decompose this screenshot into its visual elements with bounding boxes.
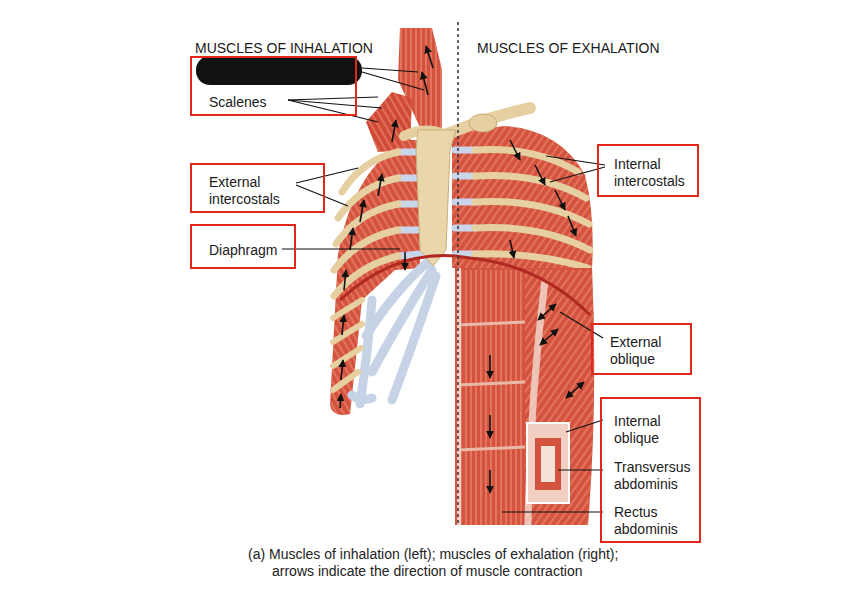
- bones-part: [469, 114, 497, 132]
- abdominal-muscles-part: [458, 270, 525, 525]
- bones: [404, 108, 530, 266]
- leader-lines-part: [502, 511, 603, 512]
- right-ribs-part: [475, 149, 578, 172]
- contraction-arrows-part: [404, 252, 406, 270]
- contraction-arrows-part: [344, 270, 346, 290]
- bones-part: [416, 130, 456, 266]
- leader-lines: [282, 68, 605, 512]
- section-heading: MUSCLES OF INHALATION: [195, 40, 373, 57]
- label-box: Internal obliqueTransversus abdominisRec…: [600, 397, 701, 543]
- leader-lines-part: [296, 168, 358, 183]
- muscle-name: Internal oblique: [614, 413, 695, 447]
- right-ribs-part: [475, 175, 586, 198]
- left-lower-cartilage: [352, 262, 436, 404]
- abdominal-muscles-part: [535, 438, 561, 490]
- right-ribs: [455, 149, 590, 268]
- figure-caption: (a) Muscles of inhalation (left); muscle…: [248, 546, 648, 580]
- abdominal-muscles-part: [455, 268, 594, 525]
- contraction-arrows-part: [489, 470, 491, 493]
- label-box: External oblique: [591, 323, 692, 375]
- muscle-name: Transversus abdominis: [614, 459, 695, 493]
- contraction-arrows-part: [360, 200, 364, 222]
- contraction-arrows-part: [510, 140, 520, 160]
- abdominal-muscles-part: [458, 447, 525, 450]
- redaction-bar: [196, 56, 362, 85]
- contraction-arrows-part: [540, 329, 558, 345]
- label-box: External intercostals: [190, 163, 325, 213]
- label-box: Scalenes: [190, 56, 357, 116]
- left-lower-cartilage-part: [392, 276, 436, 400]
- leader-lines-part: [282, 248, 400, 249]
- abdominal-muscles: [455, 268, 594, 525]
- left-lower-cartilage-part: [360, 300, 372, 404]
- left-ribs-part: [333, 324, 362, 342]
- leader-lines-part: [296, 185, 348, 206]
- abdominal-muscles-part: [541, 446, 555, 482]
- left-lower-cartilage-part: [352, 395, 372, 399]
- right-chest-muscles: [452, 126, 593, 268]
- muscle-name: Diaphragm: [209, 242, 277, 259]
- abdominal-muscles-part: [527, 423, 569, 503]
- contraction-arrows-part: [568, 216, 576, 236]
- left-ribs-part: [333, 348, 361, 366]
- left-ribs-part: [334, 230, 398, 270]
- leader-lines-part: [288, 97, 378, 100]
- contraction-arrows-part: [566, 382, 584, 398]
- left-ribs: [333, 152, 420, 390]
- contraction-arrows-part: [510, 240, 514, 258]
- contraction-arrows-part: [489, 355, 491, 378]
- muscle-name: Scalenes: [209, 94, 267, 111]
- leader-lines-part: [362, 72, 424, 90]
- muscle-name: Internal intercostals: [614, 156, 693, 190]
- leader-lines-part: [566, 420, 603, 432]
- label-box: Internal intercostals: [597, 144, 699, 197]
- abdominal-muscles-part: [458, 322, 525, 325]
- right-chest-muscles-part: [452, 126, 593, 268]
- contraction-arrows-part: [392, 120, 396, 142]
- contraction-arrows: [340, 46, 584, 493]
- contraction-arrows-part: [489, 415, 491, 438]
- leader-lines-part: [362, 68, 418, 72]
- label-box: Diaphragm: [190, 224, 296, 269]
- right-ribs-part: [475, 227, 590, 250]
- contraction-arrows-part: [341, 360, 343, 380]
- left-ribs-part: [334, 256, 398, 296]
- muscle-name: External oblique: [610, 334, 686, 368]
- leader-lines-part: [288, 100, 378, 122]
- contraction-arrows-part: [535, 165, 545, 185]
- leader-lines-part: [558, 469, 603, 470]
- contraction-arrows-part: [426, 46, 433, 68]
- section-heading: MUSCLES OF EXHALATION: [477, 40, 660, 57]
- right-chest-muscles-part: [452, 126, 593, 268]
- muscle-name: External intercostals: [209, 174, 319, 208]
- contraction-arrows-part: [555, 190, 565, 210]
- divider-line: [457, 22, 459, 526]
- contraction-arrows-part: [422, 72, 428, 95]
- contraction-arrows-part: [350, 228, 353, 250]
- contraction-arrows-part: [340, 394, 341, 408]
- right-ribs-part: [475, 201, 589, 224]
- left-ribs-part: [333, 300, 362, 318]
- leader-lines-part: [560, 312, 603, 338]
- contraction-arrows-part: [538, 304, 556, 320]
- left-ribs-part: [333, 372, 358, 390]
- abdominal-muscles-part: [458, 382, 525, 385]
- contraction-arrows-part: [342, 315, 344, 335]
- contraction-arrows-part: [378, 174, 382, 196]
- muscle-name: Rectus abdominis: [614, 504, 695, 538]
